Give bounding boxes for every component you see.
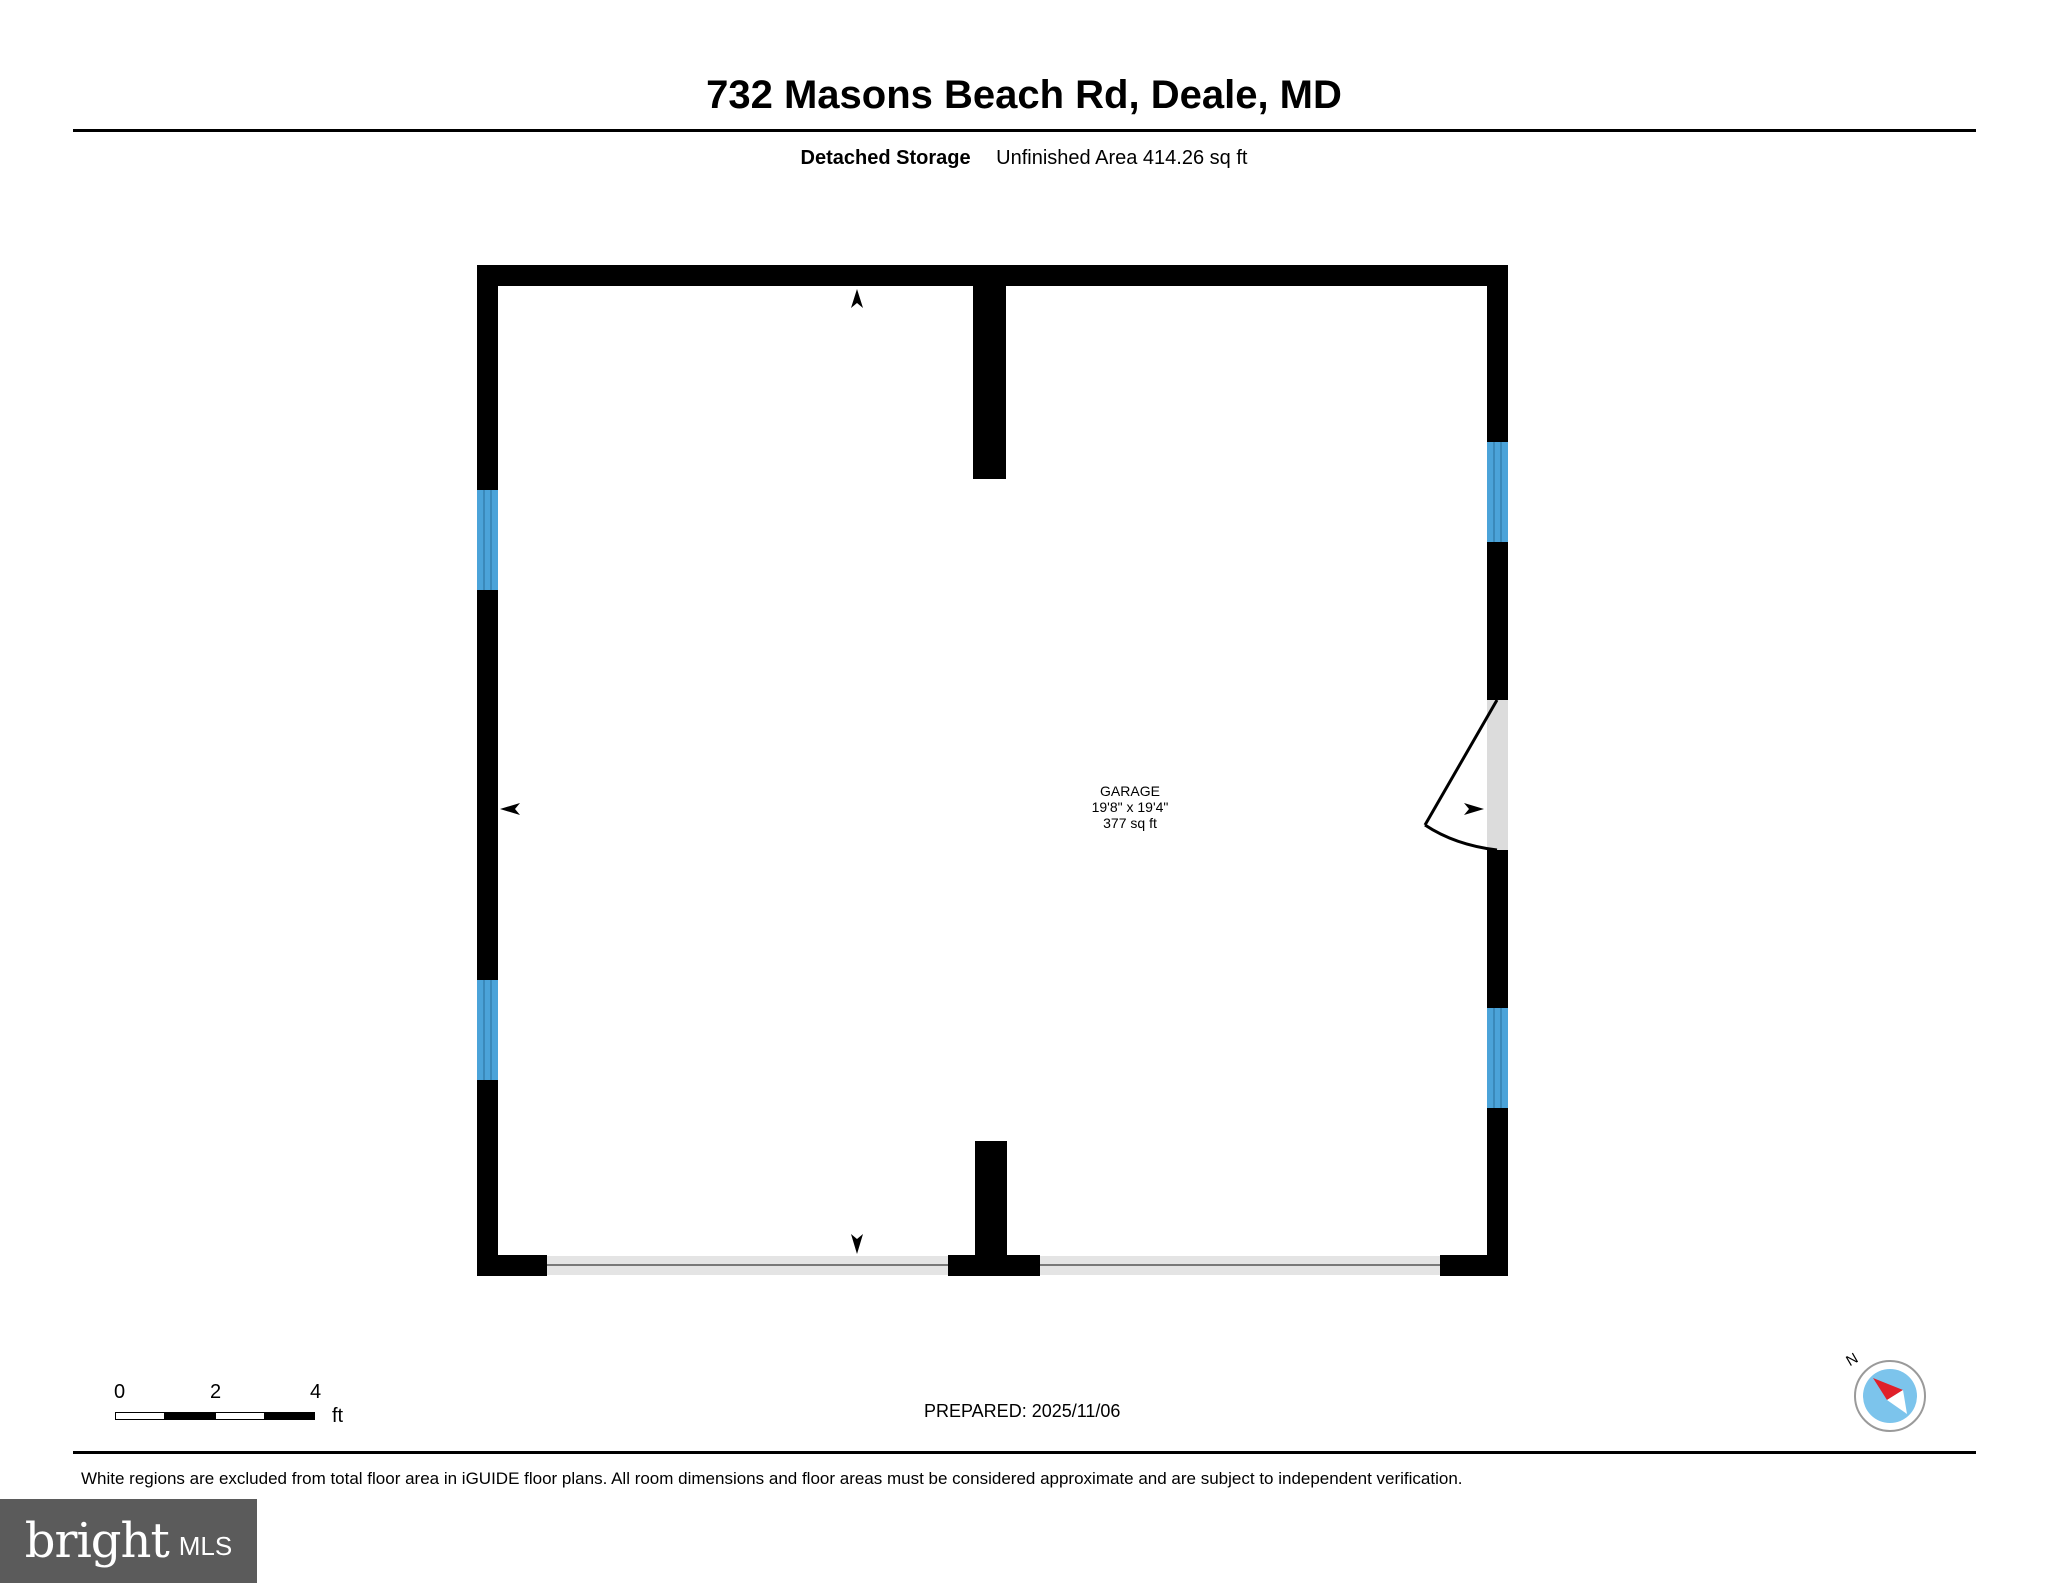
prepared-date: PREPARED: 2025/11/06	[924, 1401, 1121, 1421]
scale-tick-0: 0	[114, 1381, 126, 1403]
room-dimensions: 19'8" x 19'4"	[1091, 799, 1169, 815]
scale-tick-4: 4	[310, 1381, 322, 1403]
scale-segment	[265, 1412, 315, 1420]
window-right-lower	[1487, 1008, 1508, 1108]
room-area: 377 sq ft	[1103, 815, 1157, 831]
window-left-upper	[477, 490, 498, 590]
wall-bottom-left	[477, 1255, 547, 1276]
room-name: GARAGE	[1100, 783, 1160, 799]
room-label-garage: GARAGE 19'8" x 19'4" 377 sq ft	[1030, 783, 1230, 831]
view-arrow-right	[1464, 803, 1484, 815]
interior-wall-lower	[975, 1141, 1007, 1256]
view-arrow-bottom	[851, 1234, 863, 1254]
floor-name: Detached Storage	[800, 147, 971, 169]
north-compass-icon: N	[1845, 1350, 1926, 1432]
window-right-upper	[1487, 442, 1508, 542]
garage-door-left	[547, 1256, 948, 1275]
wall-left	[477, 265, 498, 1276]
scale-segment	[165, 1412, 215, 1420]
scale-tick-2: 2	[210, 1381, 222, 1403]
scale-segment	[115, 1412, 165, 1420]
wall-bottom-right	[1440, 1255, 1508, 1276]
window-left-lower	[477, 980, 498, 1080]
garage-door-right	[1040, 1256, 1440, 1275]
footer-divider	[73, 1451, 1976, 1454]
floor-area: Unfinished Area 414.26 sq ft	[996, 147, 1248, 169]
scale-unit: ft	[332, 1405, 344, 1427]
bright-mls-logo: bright MLS	[0, 1499, 257, 1583]
disclaimer-text: White regions are excluded from total fl…	[81, 1469, 1463, 1488]
header-divider	[73, 129, 1976, 132]
address-title: 732 Masons Beach Rd, Deale, MD	[706, 73, 1342, 117]
interior-wall-upper	[973, 286, 1006, 479]
side-door	[1423, 699, 1508, 852]
logo-bright-text: bright	[24, 1513, 170, 1569]
wall-bottom-center	[948, 1255, 1040, 1276]
scale-bar: 0 2 4 ft	[112, 1380, 362, 1430]
wall-top	[477, 265, 1508, 286]
view-arrow-top	[851, 289, 863, 308]
scale-segment	[215, 1412, 265, 1420]
view-arrow-left	[500, 803, 520, 815]
floor-summary: Detached Storage Unfinished Area 414.26 …	[0, 145, 2048, 171]
compass-north-label: N	[1845, 1350, 1861, 1370]
logo-mls-text: MLS	[178, 1530, 233, 1561]
